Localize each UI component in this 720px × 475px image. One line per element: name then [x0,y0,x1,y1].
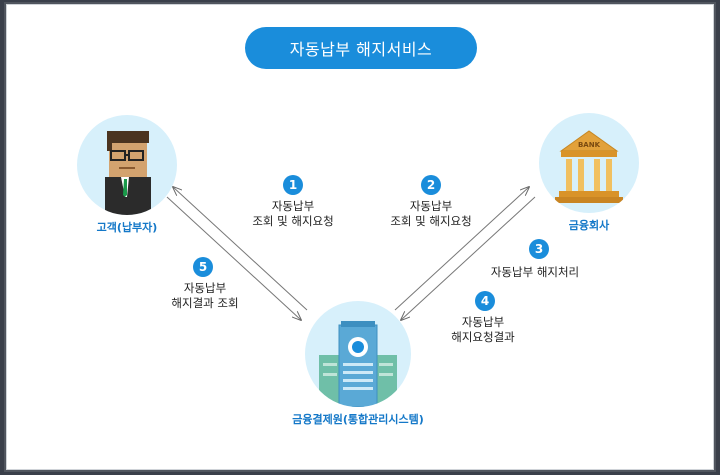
arrow-step-4 [401,196,536,320]
customer-label: 고객(납부자) [96,221,158,234]
customer-avatar-icon [105,131,151,215]
step-5-line1: 자동납부 [183,281,227,295]
diagram-title: 자동납부 해지서비스 [245,27,477,69]
center-node [305,301,411,407]
step-1-line2: 조회 및 해지요청 [252,214,334,228]
step-2-line2: 조회 및 해지요청 [390,214,472,228]
bank-building-icon [555,130,623,203]
step-4-line1: 자동납부 [461,315,505,329]
flow-arrows [166,5,536,471]
step-4-line2: 해지요청결과 [451,330,515,344]
bank-sign: BANK [577,141,601,149]
step-1-text: 자동납부 조회 및 해지요청 [233,199,353,229]
step-5-number: 5 [193,257,213,277]
step-2-number: 2 [421,175,441,195]
arrow-step-2 [394,187,529,311]
bank-label: 금융회사 [568,219,610,232]
customer-node [77,115,177,215]
step-5-text: 자동납부 해지결과 조회 [145,281,265,311]
step-4-text: 자동납부 해지요청결과 [423,315,543,345]
arrow-step-5 [166,196,301,320]
step-2-line1: 자동납부 [409,199,453,213]
diagram-frame: 자동납부 해지서비스 고객(납부자) [6,4,714,470]
step-2-text: 자동납부 조회 및 해지요청 [371,199,491,229]
center-label: 금융결제원(통합관리시스템) [292,413,424,426]
step-4-number: 4 [475,291,495,311]
step-3-number: 3 [529,239,549,259]
office-building-icon [319,321,397,407]
step-1-line1: 자동납부 [271,199,315,213]
arrow-step-1 [173,187,308,311]
step-5-line2: 해지결과 조회 [171,296,239,310]
step-3-text: 자동납부 해지처리 [490,265,580,279]
bank-node: BANK [539,113,639,213]
step-1-number: 1 [283,175,303,195]
